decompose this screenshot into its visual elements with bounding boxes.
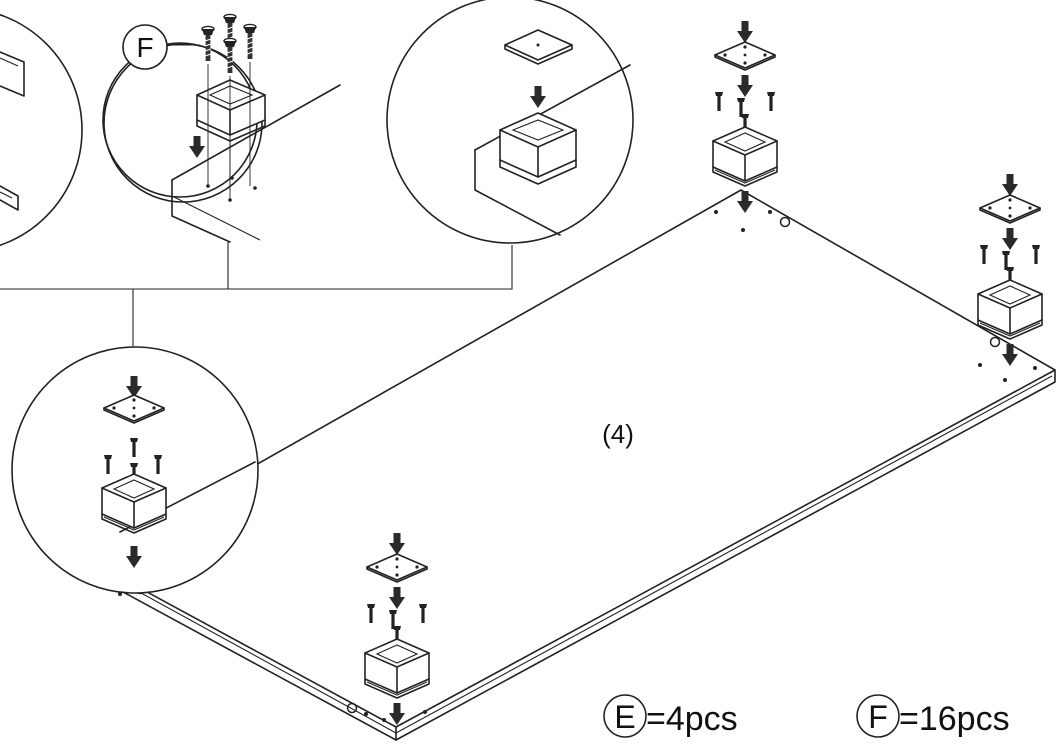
- part-e-qty: =4pcs: [646, 700, 738, 738]
- board: [87, 189, 1056, 741]
- parts-legend: E =4pcs F =16pcs: [603, 694, 1010, 738]
- detail-circle-lower: [11, 346, 259, 594]
- leg-assembly-top: [713, 21, 777, 213]
- callout-connectors: [0, 242, 513, 365]
- part-f-qty: =16pcs: [899, 700, 1010, 738]
- detail-circle-plate: [386, 0, 634, 244]
- part-f-letter: F: [868, 699, 888, 735]
- callout-letter-f: F: [122, 24, 168, 70]
- svg-text:F: F: [136, 32, 153, 63]
- detail-circle-screws: [102, 13, 341, 243]
- step-label: (4): [602, 419, 634, 449]
- part-f: F =16pcs: [856, 694, 1010, 738]
- part-e-letter: E: [614, 699, 635, 735]
- detail-circle-left: [0, 13, 83, 247]
- part-e: E =4pcs: [603, 694, 738, 738]
